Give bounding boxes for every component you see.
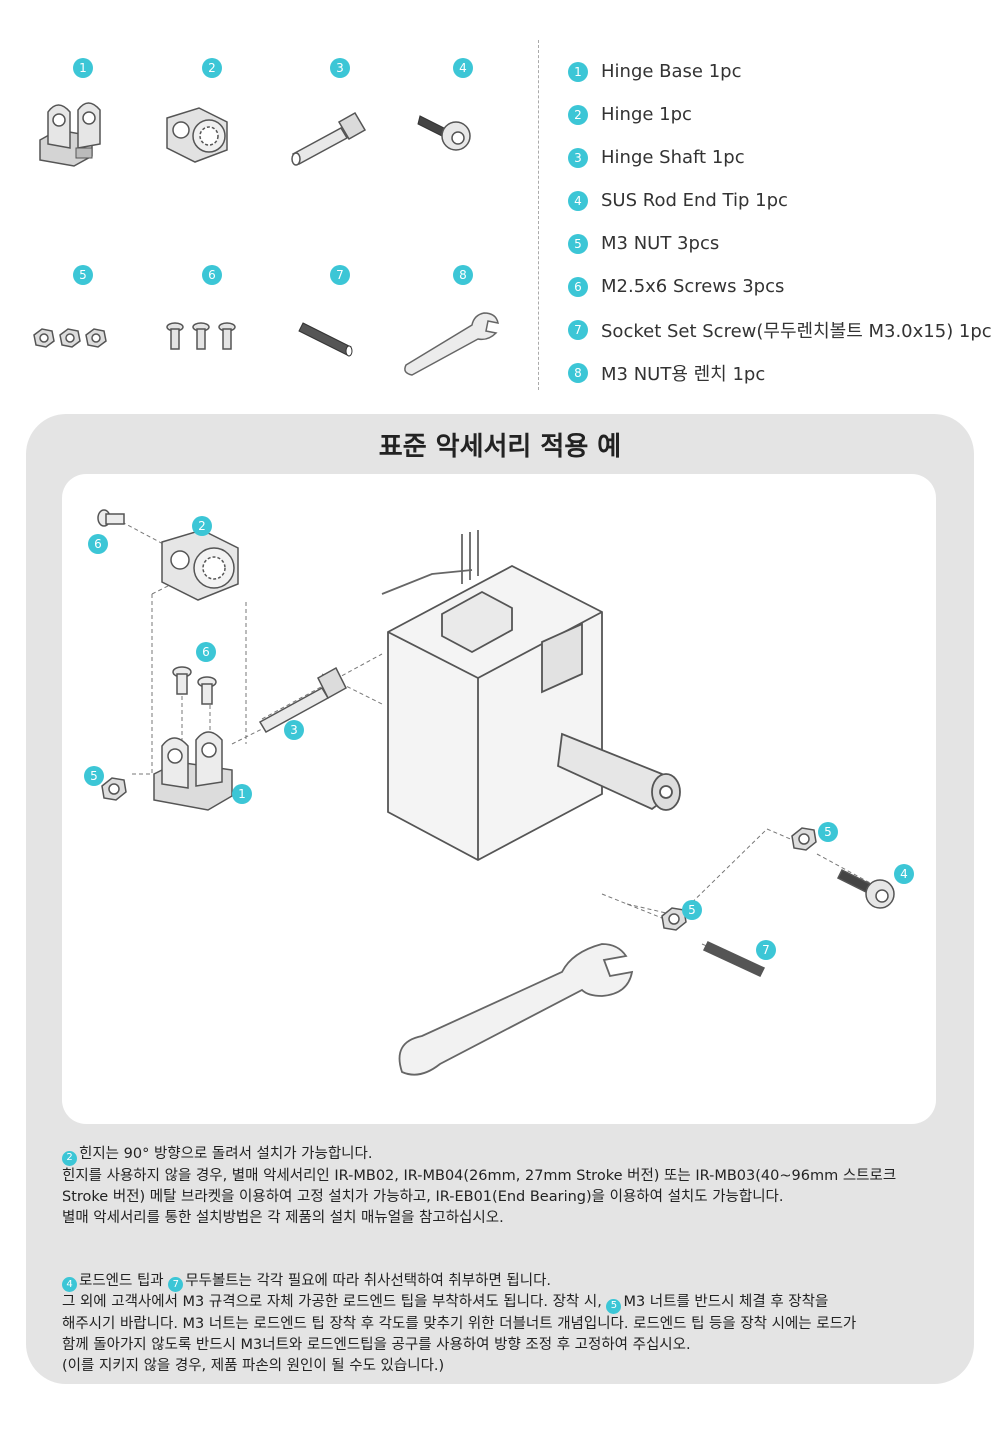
- callout-badge: 1: [232, 784, 252, 804]
- note-text: 그 외에 고객사에서 M3 규격으로 자체 가공한 로드엔드 팁을 부착하셔도 …: [62, 1294, 607, 1310]
- hinge-base-icon: [39, 102, 101, 167]
- actuator-illustration: [381, 530, 681, 862]
- part-number-badge: 4: [568, 190, 588, 211]
- note-line: Stroke 버전) 메탈 브라켓을 이용하여 고정 설치가 가능하고, IR-…: [62, 1188, 784, 1205]
- note-line: (이를 지키지 않을 경우, 제품 파손의 원인이 될 수도 있습니다.): [62, 1357, 445, 1374]
- divider: [538, 40, 539, 390]
- part-label: Hinge Shaft 1pc: [601, 147, 745, 168]
- inline-badge: 2: [62, 1150, 77, 1166]
- callout-badge: 4: [894, 864, 914, 884]
- part-number-badge: 8: [453, 265, 473, 285]
- parts-list: 1 Hinge Base 1pc 2 Hinge 1pc 3 Hinge Shaft …: [568, 50, 992, 394]
- right-parts-illustration: [661, 827, 895, 977]
- part-number-badge: 2: [202, 58, 222, 78]
- callout-badge: 5: [682, 900, 702, 920]
- assembly-illustration: [97, 509, 895, 1076]
- parts-list-item: 8 M3 NUT용 렌치 1pc: [568, 351, 992, 394]
- panel-title: 표준 악세서리 적용 예: [378, 432, 622, 462]
- part-number-badge: 3: [330, 58, 350, 78]
- part-cell-6: 6: [147, 265, 277, 415]
- part-cell-8: 8: [398, 265, 528, 415]
- note-line: 해주시기 바랍니다. M3 너트는 로드엔드 팁 장착 후 각도를 맞추기 위한…: [62, 1315, 857, 1332]
- hinge-shaft-icon: [291, 111, 367, 166]
- part-label: Hinge 1pc: [601, 104, 692, 125]
- hinge-illustration: [161, 529, 239, 601]
- part-label: M3 NUT용 렌치 1pc: [601, 363, 766, 385]
- hinge-base-illustration: [153, 731, 233, 811]
- part-label: SUS Rod End Tip 1pc: [601, 190, 788, 211]
- inline-badge: 7: [168, 1277, 184, 1292]
- part-number-badge: 5: [73, 265, 93, 285]
- part-cell-4: 4: [398, 58, 528, 208]
- note-line: 별매 악세서리를 통한 설치방법은 각 제품의 설치 매뉴얼을 참고하십시오.: [62, 1209, 504, 1226]
- part-number-badge: 1: [568, 61, 588, 82]
- part-label: M3 NUT 3pcs: [601, 233, 720, 254]
- parts-list-item: 4 SUS Rod End Tip 1pc: [568, 179, 992, 222]
- part-cell-3: 3: [275, 58, 405, 208]
- wrench-illustration: [398, 943, 634, 1076]
- screws-illustration: [172, 666, 217, 705]
- part-number-badge: 7: [330, 265, 350, 285]
- set-screw-icon: [298, 322, 353, 357]
- part-number-badge: 6: [202, 265, 222, 285]
- assembly-diagram: 6 2 6 3 5 1 5 4 5 7: [62, 474, 936, 1124]
- part-number-badge: 1: [73, 58, 93, 78]
- note-line: 힌지를 사용하지 않을 경우, 별매 악세서리인 IR-MB02, IR-MB0…: [62, 1167, 897, 1184]
- note-text: 힌지는 90° 방향으로 돌려서 설치가 가능합니다.: [79, 1146, 373, 1162]
- part-number-badge: 8: [568, 362, 588, 383]
- part-label: Hinge Base 1pc: [601, 61, 742, 82]
- callout-badge: 5: [818, 822, 838, 842]
- parts-list-item: 2 Hinge 1pc: [568, 93, 992, 136]
- wrench-icon: [404, 312, 499, 376]
- inline-badge: 5: [606, 1298, 622, 1314]
- part-cell-7: 7: [275, 265, 405, 415]
- part-cell-2: 2: [147, 58, 277, 208]
- parts-list-item: 7 Socket Set Screw(무두렌치볼트 M3.0x15) 1pc: [568, 308, 992, 351]
- parts-list-item: 1 Hinge Base 1pc: [568, 50, 992, 93]
- rod-end-tip-icon: [417, 115, 471, 151]
- hinge-icon: [166, 107, 228, 163]
- inline-badge: 4: [62, 1277, 77, 1292]
- part-label: Socket Set Screw(무두렌치볼트 M3.0x15) 1pc: [601, 320, 992, 342]
- callout-badge: 5: [84, 766, 104, 786]
- part-number-badge: 6: [568, 276, 588, 297]
- accessory-example-panel: 표준 악세서리 적용 예: [26, 414, 974, 1384]
- screws-icon: [166, 322, 236, 350]
- callout-badge: 2: [192, 516, 212, 536]
- parts-list-item: 5 M3 NUT 3pcs: [568, 222, 992, 265]
- part-number-badge: 3: [568, 147, 588, 168]
- note-text: M3 너트를 반드시 체결 후 장착을: [623, 1294, 829, 1310]
- parts-list-item: 3 Hinge Shaft 1pc: [568, 136, 992, 179]
- part-number-badge: 4: [453, 58, 473, 78]
- m3-nut-icon: [33, 328, 107, 348]
- part-number-badge: 5: [568, 233, 588, 254]
- note-line: 함께 돌아가지 않도록 반드시 M3너트와 로드엔드팁을 공구를 사용하여 방향…: [62, 1336, 691, 1353]
- part-number-badge: 7: [568, 319, 588, 340]
- part-label: M2.5x6 Screws 3pcs: [601, 276, 785, 297]
- nut-illustration: [101, 777, 127, 801]
- callout-badge: 6: [88, 534, 108, 554]
- callout-badge: 3: [284, 720, 304, 740]
- note-text: 로드엔드 팁과: [79, 1272, 169, 1289]
- part-cell-5: 5: [18, 265, 148, 415]
- parts-list-item: 6 M2.5x6 Screws 3pcs: [568, 265, 992, 308]
- parts-grid: 1 2 3 4: [0, 0, 530, 400]
- note-line: 그 외에 고객사에서 M3 규격으로 자체 가공한 로드엔드 팁을 부착하셔도 …: [62, 1292, 952, 1314]
- part-number-badge: 2: [568, 104, 588, 125]
- screw-illustration: [97, 509, 125, 527]
- part-cell-1: 1: [18, 58, 148, 208]
- callout-badge: 6: [196, 642, 216, 662]
- hinge-shaft-illustration: [258, 666, 347, 734]
- note-text: 무두볼트는 각각 필요에 따라 취사선택하여 취부하면 됩니다.: [185, 1272, 552, 1289]
- callout-badge: 7: [756, 940, 776, 960]
